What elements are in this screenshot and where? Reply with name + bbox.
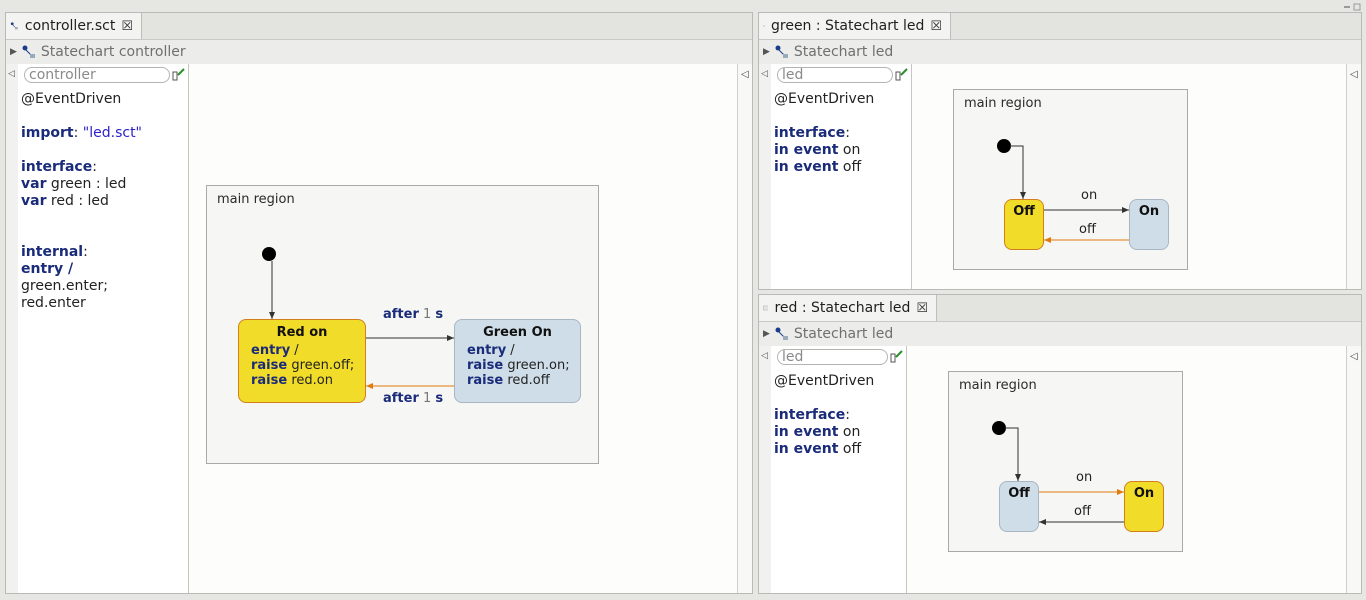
definition-section: ◁ controller @EventDriven import: "led.s… xyxy=(6,64,189,593)
controller-editor: controller.sct ☒ ▶ Statechart controller… xyxy=(5,12,753,594)
state-name: Red on xyxy=(276,325,328,340)
state-red-on[interactable]: Red on entry / raise green.off; raise re… xyxy=(238,319,366,403)
breadcrumb-label[interactable]: Statechart led xyxy=(793,326,894,342)
collapse-arrow-icon[interactable]: ◁ xyxy=(8,69,15,79)
statechart-name-field[interactable]: led xyxy=(777,67,893,83)
pin-icon[interactable] xyxy=(172,68,186,82)
state-off[interactable]: Off xyxy=(999,481,1039,532)
transitions-layer xyxy=(992,421,1124,525)
collapse-arrow-icon[interactable]: ◁ xyxy=(741,69,749,80)
statechart-name-field[interactable]: led xyxy=(777,349,888,365)
initial-transition[interactable] xyxy=(1005,427,1021,481)
statechart-icon xyxy=(775,327,788,340)
pin-icon[interactable] xyxy=(890,350,904,364)
tab-label: red : Statechart led xyxy=(774,300,911,316)
transition-label[interactable]: off xyxy=(1074,504,1091,519)
state-on[interactable]: On xyxy=(1124,481,1164,532)
window-controls xyxy=(1343,0,1365,11)
state-name: On xyxy=(1138,204,1160,219)
tab-controller-sct[interactable]: controller.sct ☒ xyxy=(6,13,142,39)
editor-tabbar: controller.sct ☒ xyxy=(6,13,752,40)
transition-label[interactable]: on xyxy=(1081,188,1098,203)
statechart-file-icon xyxy=(10,22,18,30)
initial-state[interactable] xyxy=(992,421,1006,435)
statechart-definition[interactable]: @EventDriven interface: in event on in e… xyxy=(774,91,875,175)
breadcrumb: ▶ Statechart led xyxy=(759,40,1361,64)
statechart-file-icon xyxy=(763,305,769,311)
transition-label[interactable]: after 1 s xyxy=(383,391,444,406)
statechart-definition[interactable]: @EventDriven import: "led.sct" interface… xyxy=(21,91,142,311)
state-off[interactable]: Off xyxy=(1004,199,1044,250)
sidebar-edge xyxy=(759,64,771,289)
transition-label[interactable]: after 1 s xyxy=(383,307,444,322)
main-region[interactable]: main region Off On on off xyxy=(948,371,1183,552)
collapse-arrow-icon[interactable]: ◁ xyxy=(761,69,768,79)
transition-label[interactable]: off xyxy=(1079,222,1096,237)
state-name: Off xyxy=(1008,486,1030,501)
minimize-maximize-icon[interactable] xyxy=(1343,3,1365,11)
editor-tabbar: red : Statechart led ☒ xyxy=(759,295,1361,322)
breadcrumb-label[interactable]: Statechart controller xyxy=(40,44,186,60)
collapse-arrow-icon[interactable]: ◁ xyxy=(1350,351,1358,362)
expand-arrow-icon[interactable]: ▶ xyxy=(763,47,770,57)
breadcrumb: ▶ Statechart led xyxy=(759,322,1361,346)
close-icon[interactable]: ☒ xyxy=(930,18,942,34)
transitions-layer xyxy=(997,139,1129,243)
close-icon[interactable]: ☒ xyxy=(916,300,928,316)
statechart-definition[interactable]: @EventDriven interface: in event on in e… xyxy=(774,373,875,457)
main-region[interactable]: main region Off On on off xyxy=(953,89,1188,270)
region-label: main region xyxy=(964,96,1042,111)
state-green-on[interactable]: Green On entry / raise green.on; raise r… xyxy=(454,319,581,403)
tab-green-statechart[interactable]: green : Statechart led ☒ xyxy=(759,13,951,39)
state-name: Off xyxy=(1013,204,1035,219)
tab-label: green : Statechart led xyxy=(771,18,925,34)
editor-tabbar: green : Statechart led ☒ xyxy=(759,13,1361,40)
diagram-canvas[interactable]: ◁ main region Off On on off xyxy=(912,64,1361,289)
expand-arrow-icon[interactable]: ▶ xyxy=(10,47,17,57)
palette-toggle[interactable]: ◁ xyxy=(1346,64,1361,289)
tab-red-statechart[interactable]: red : Statechart led ☒ xyxy=(759,295,937,321)
statechart-icon xyxy=(22,45,35,58)
statechart-icon xyxy=(775,45,788,58)
expand-arrow-icon[interactable]: ▶ xyxy=(763,329,770,339)
green-editor: green : Statechart led ☒ ▶ Statechart le… xyxy=(758,12,1362,290)
tab-label: controller.sct xyxy=(24,18,116,34)
state-behavior: entry / raise green.on; raise red.off xyxy=(467,343,570,388)
collapse-arrow-icon[interactable]: ◁ xyxy=(761,351,768,361)
state-name: On xyxy=(1133,486,1155,501)
sidebar-edge xyxy=(6,64,18,593)
transition-label[interactable]: on xyxy=(1076,470,1093,485)
close-icon[interactable]: ☒ xyxy=(121,18,133,34)
transitions-layer xyxy=(262,247,454,389)
sidebar-edge xyxy=(759,346,771,593)
pin-icon[interactable] xyxy=(895,68,909,82)
initial-state[interactable] xyxy=(262,247,276,261)
diagram-canvas[interactable]: ◁ main region Off On on off xyxy=(907,346,1361,593)
statechart-file-icon xyxy=(763,25,765,27)
definition-section: ◁ led @EventDriven interface: in event o… xyxy=(759,346,907,593)
statechart-name-field[interactable]: controller xyxy=(24,67,170,83)
state-name: Green On xyxy=(483,325,552,340)
state-behavior: entry / raise green.off; raise red.on xyxy=(251,343,355,388)
palette-toggle[interactable]: ◁ xyxy=(737,64,752,593)
collapse-arrow-icon[interactable]: ◁ xyxy=(1350,69,1358,80)
definition-section: ◁ led @EventDriven interface: in event o… xyxy=(759,64,912,289)
region-label: main region xyxy=(959,378,1037,393)
palette-toggle[interactable]: ◁ xyxy=(1346,346,1361,593)
breadcrumb: ▶ Statechart controller xyxy=(6,40,752,64)
diagram-canvas[interactable]: ◁ main region Red on entry / raise green… xyxy=(189,64,752,593)
initial-transition[interactable] xyxy=(1010,145,1026,199)
region-label: main region xyxy=(217,192,295,207)
main-region[interactable]: main region Red on entry / raise green.o… xyxy=(206,185,599,464)
breadcrumb-label[interactable]: Statechart led xyxy=(793,44,894,60)
state-on[interactable]: On xyxy=(1129,199,1169,250)
initial-state[interactable] xyxy=(997,139,1011,153)
red-editor: red : Statechart led ☒ ▶ Statechart led … xyxy=(758,294,1362,594)
